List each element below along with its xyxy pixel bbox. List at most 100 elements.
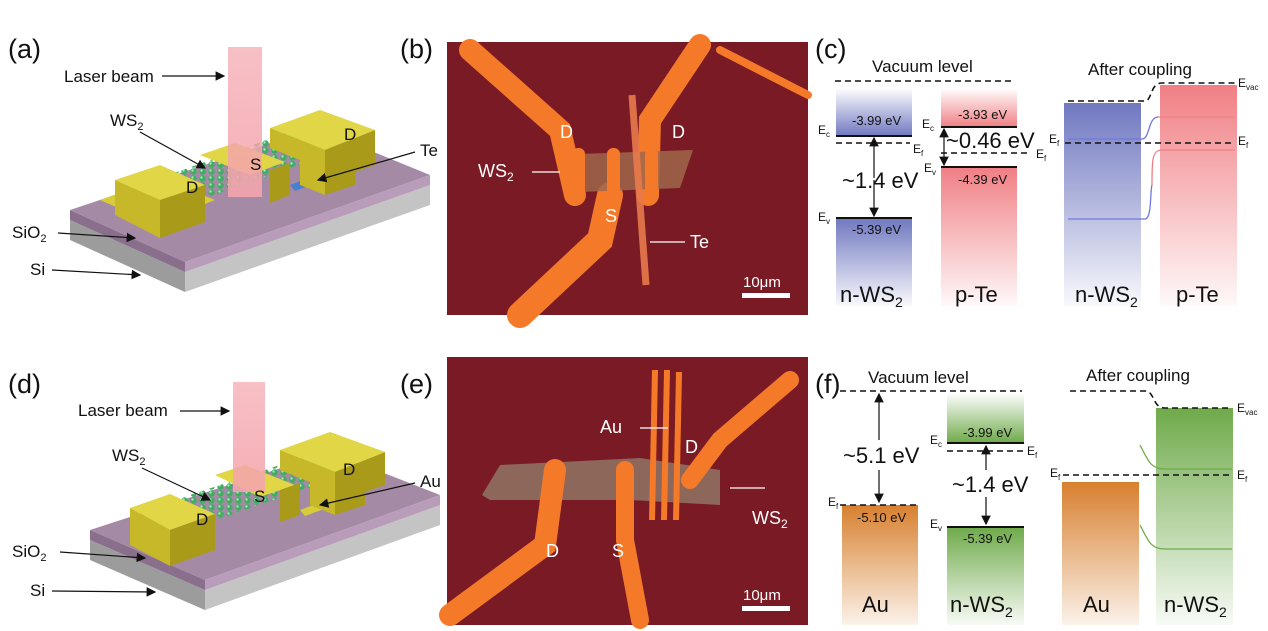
d-label: D [186, 178, 198, 197]
panel-label-e: (e) [400, 369, 433, 399]
material-label: n-WS2 [1164, 592, 1227, 620]
d-label: D [343, 460, 355, 479]
panel-label-b: (b) [400, 34, 433, 64]
drain-electrode-left [130, 494, 215, 530]
te-label: Te [690, 232, 709, 252]
te-valence-band [941, 167, 1017, 306]
ws2-label: WS2 [752, 508, 788, 531]
te-label: Te [420, 141, 438, 160]
panel-d-device-schematic: (d) Laser beam WS2 Au SiO2 Si D S D [8, 369, 441, 610]
sio2-label: SiO2 [12, 223, 46, 245]
te-conduction-band [941, 88, 1017, 127]
energy-value: -3.93 eV [958, 107, 1007, 122]
material-label: Au [862, 592, 889, 617]
te-band-after [1160, 85, 1237, 306]
si-label: Si [30, 260, 45, 279]
svg-text:Evac: Evac [1238, 76, 1258, 92]
drain-electrode-right [280, 432, 385, 472]
panel-f-band-diagram: (f) Vacuum level After coupling ~5.1 eV … [815, 366, 1257, 625]
s-label: S [605, 206, 617, 226]
bandgap-label: ~0.46 eV [946, 128, 1035, 153]
d-label: D [344, 125, 356, 144]
s-label: S [612, 541, 624, 561]
ws2-label: WS2 [110, 111, 144, 133]
laser-beam-label: Laser beam [78, 401, 168, 420]
au-label: Au [600, 417, 622, 437]
energy-value: -5.39 eV [963, 531, 1012, 546]
ws2-valence-band [947, 527, 1024, 625]
panel-e-optical-micrograph: (e) Au D D S WS2 10μm [400, 357, 808, 629]
d-label: D [546, 541, 559, 561]
panel-label-c: (c) [815, 34, 846, 64]
ws2-band-after [1156, 408, 1233, 625]
si-substrate-side [185, 185, 430, 292]
vacuum-level-label: Vacuum level [868, 368, 969, 387]
panel-a-device-schematic: (a) Laser beam WS2 Te SiO2 Si D S D [8, 34, 438, 292]
ws2-valence-band [836, 218, 912, 306]
panel-label-d: (d) [8, 369, 41, 399]
d-label: D [672, 122, 685, 142]
si-label: Si [30, 581, 45, 600]
svg-text:Ev: Ev [818, 210, 830, 226]
scale-bar-label: 10μm [743, 274, 781, 291]
panel-c-band-diagram: (c) Vacuum level After coupling -3.99 eV… [815, 34, 1258, 310]
svg-text:Ef: Ef [1049, 132, 1060, 148]
svg-text:Ef: Ef [1027, 444, 1038, 460]
material-label: n-WS2 [1075, 282, 1138, 310]
svg-text:Ef: Ef [828, 495, 839, 511]
vacuum-level-label: Vacuum level [872, 57, 973, 76]
scale-bar [742, 293, 790, 298]
energy-value: -5.10 eV [857, 510, 906, 525]
energy-value: -4.39 eV [958, 172, 1007, 187]
d-label: D [685, 437, 698, 457]
panel-b-optical-micrograph: (b) D D S WS2 Te 10μm [400, 34, 812, 328]
ws2-label: WS2 [112, 446, 146, 468]
svg-text:Ec: Ec [818, 123, 830, 139]
energy-value: -5.39 eV [852, 222, 901, 237]
scale-bar [742, 606, 790, 611]
svg-text:Ef: Ef [1237, 468, 1248, 484]
svg-text:Ef: Ef [1036, 147, 1047, 163]
bandgap-label: ~1.4 eV [842, 168, 919, 193]
au-band [842, 505, 918, 625]
ws2-conduction-band [947, 393, 1024, 443]
svg-text:Ef: Ef [1238, 134, 1249, 150]
vacuum-level-line-after [1070, 390, 1230, 409]
svg-text:Ef: Ef [1050, 466, 1061, 482]
svg-text:Ev: Ev [930, 517, 942, 533]
vacuum-level-line-after [1068, 82, 1235, 102]
material-label: p-Te [1176, 282, 1219, 307]
au-label: Au [420, 472, 441, 491]
after-coupling-label: After coupling [1086, 366, 1190, 385]
laser-beam-label: Laser beam [64, 67, 154, 86]
d-label: D [196, 510, 208, 529]
energy-value: -3.99 eV [963, 425, 1012, 440]
work-function-label: ~5.1 eV [843, 443, 920, 468]
svg-text:Ev: Ev [924, 161, 936, 177]
svg-text:Ec: Ec [922, 117, 934, 133]
au-band-after [1062, 482, 1139, 625]
ws2-label: WS2 [478, 161, 514, 184]
panel-label-a: (a) [8, 34, 41, 64]
svg-text:Ec: Ec [930, 433, 942, 449]
after-coupling-label: After coupling [1088, 60, 1192, 79]
energy-value: -3.99 eV [852, 113, 901, 128]
s-label: S [250, 155, 261, 174]
drain-electrode-right [270, 110, 375, 150]
svg-text:Evac: Evac [1237, 401, 1257, 417]
material-label: Au [1083, 592, 1110, 617]
te-flake [628, 94, 650, 286]
material-label: n-WS2 [840, 282, 903, 310]
svg-text:Ef: Ef [913, 142, 924, 158]
ws2-band-after [1064, 103, 1141, 306]
s-label: S [254, 487, 265, 506]
laser-beam [233, 382, 265, 492]
laser-beam [228, 47, 262, 197]
material-label: p-Te [955, 282, 998, 307]
si-substrate-front [70, 220, 185, 292]
bandgap-label: ~1.4 eV [952, 472, 1029, 497]
scale-bar-label: 10μm [743, 587, 781, 604]
material-label: n-WS2 [950, 592, 1013, 620]
sio2-label: SiO2 [12, 542, 46, 564]
